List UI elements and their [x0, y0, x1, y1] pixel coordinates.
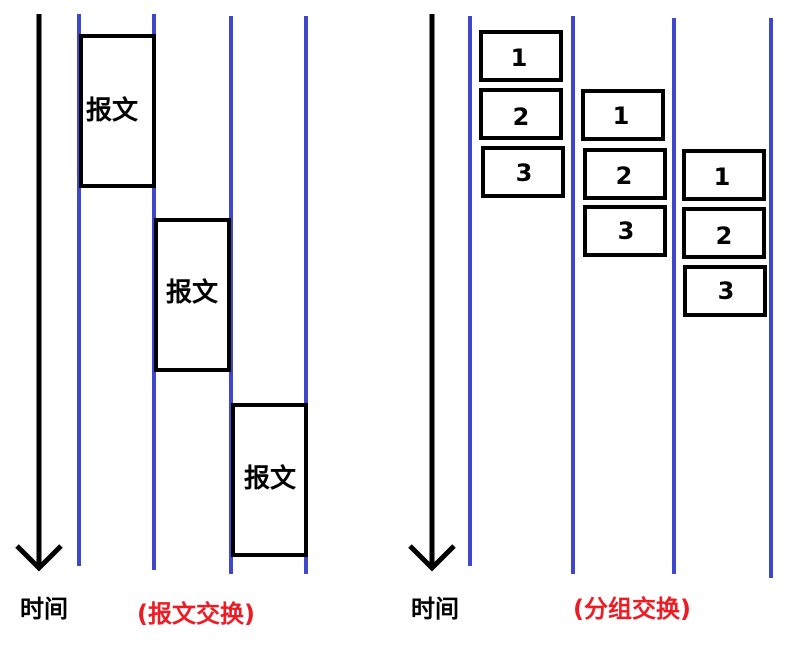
- packet: 3: [481, 146, 565, 198]
- packet: 1: [479, 30, 563, 82]
- packet: 3: [583, 205, 667, 257]
- packet-label: 1: [613, 102, 630, 130]
- caption: (报文交换): [137, 600, 255, 628]
- packet-label: 3: [718, 277, 735, 305]
- message-block: 报文: [154, 218, 231, 372]
- time-label: 时间: [20, 595, 68, 623]
- packet-label: 2: [716, 222, 733, 250]
- packet-label: 3: [618, 217, 635, 245]
- packet-label: 3: [516, 159, 533, 187]
- message-label: 报文: [244, 463, 297, 494]
- message-block: 报文: [79, 34, 156, 188]
- time-arrow: [408, 14, 456, 572]
- packet: 1: [682, 149, 766, 201]
- packet-label: 1: [714, 163, 731, 191]
- message-label: 报文: [86, 95, 139, 126]
- caption: (分组交换): [573, 595, 691, 623]
- packet-label: 2: [616, 162, 633, 190]
- message-block: 报文: [231, 403, 308, 557]
- packet-label: 1: [511, 44, 528, 72]
- time-label: 时间: [411, 595, 459, 623]
- packet-label: 2: [513, 103, 530, 131]
- message-label: 报文: [166, 277, 219, 308]
- packet: 2: [583, 148, 667, 200]
- packet: 2: [682, 207, 766, 259]
- message-switching-panel: 时间 报文 报文 报文 (报文交换): [15, 14, 308, 628]
- time-arrow: [15, 14, 63, 572]
- packet: 3: [683, 265, 767, 317]
- packet-switching-panel: 时间 1 2 3 1 2 3: [408, 14, 773, 623]
- packet: 2: [479, 88, 563, 140]
- packet: 1: [581, 89, 665, 141]
